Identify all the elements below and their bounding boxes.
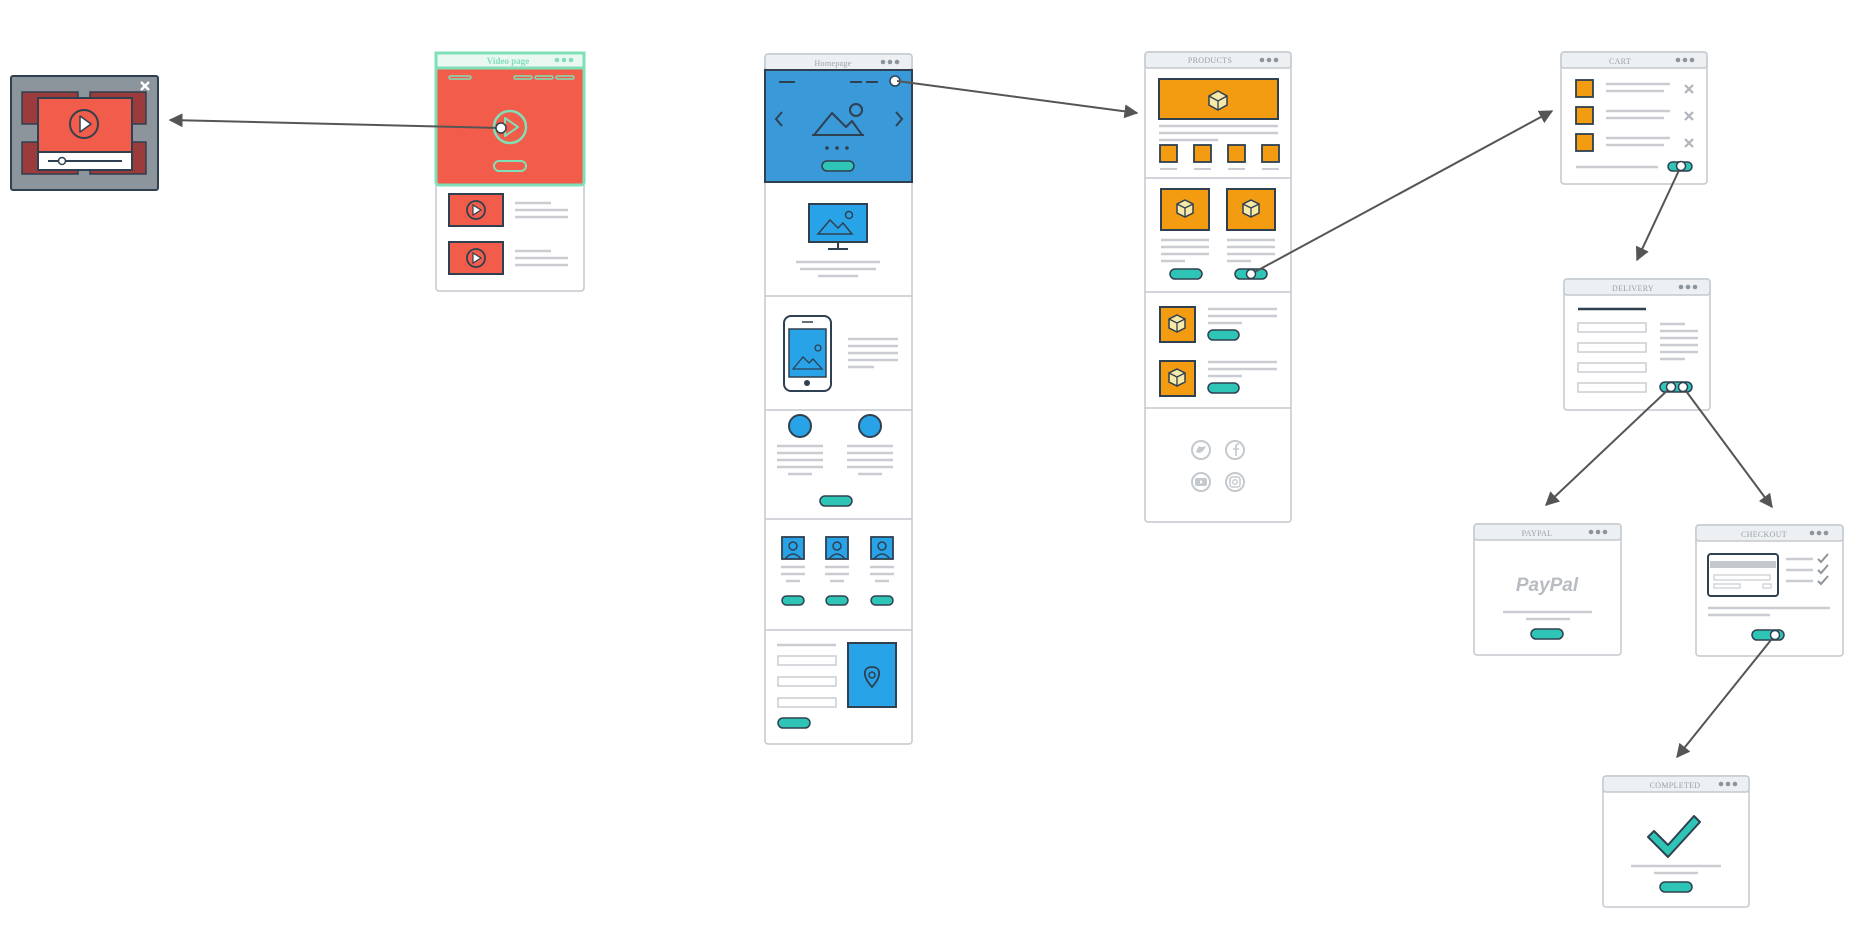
homepage-screen: Homepage bbox=[764, 53, 913, 745]
video-page-screen: Video page bbox=[434, 51, 586, 292]
cart-item bbox=[1575, 79, 1694, 98]
products-screen: PRODUCTS bbox=[1144, 51, 1292, 523]
screen-title: PAYPAL bbox=[1522, 529, 1553, 538]
flow-arrow bbox=[1636, 165, 1682, 262]
cta-button[interactable] bbox=[493, 160, 527, 172]
flow-arrow bbox=[896, 80, 1139, 119]
cta-button[interactable] bbox=[781, 595, 805, 606]
category-tile[interactable] bbox=[1227, 144, 1246, 163]
monitor-icon bbox=[808, 203, 868, 250]
contact-field[interactable] bbox=[777, 697, 837, 708]
phone-icon bbox=[783, 315, 832, 392]
map-pin-icon bbox=[847, 642, 897, 708]
box-icon bbox=[1176, 199, 1194, 218]
box-icon bbox=[1168, 368, 1186, 387]
remove-icon[interactable] bbox=[1684, 111, 1694, 121]
screen-title: DELIVERY bbox=[1612, 284, 1654, 293]
flow-arrow bbox=[1250, 110, 1554, 275]
delivery-field[interactable] bbox=[1577, 362, 1647, 373]
flow-arrow bbox=[1544, 386, 1672, 506]
buy-button[interactable] bbox=[1207, 382, 1240, 394]
flow-arrow bbox=[168, 113, 502, 129]
feature-icon bbox=[788, 414, 812, 438]
instagram-icon[interactable] bbox=[1225, 472, 1245, 492]
screen-title: Video page bbox=[487, 56, 529, 66]
user-icon bbox=[781, 536, 805, 560]
close-icon[interactable] bbox=[140, 81, 150, 91]
screen-title: CART bbox=[1609, 57, 1631, 66]
paypal-logo: PayPal bbox=[1516, 575, 1579, 596]
box-icon bbox=[1168, 314, 1186, 333]
screen-title: CHECKOUT bbox=[1741, 530, 1787, 539]
paypal-screen: PAYPAL PayPal bbox=[1473, 523, 1622, 656]
cta-button[interactable] bbox=[870, 595, 894, 606]
chevron-right-icon[interactable] bbox=[895, 111, 904, 127]
play-icon bbox=[466, 200, 486, 220]
category-tile[interactable] bbox=[1159, 144, 1178, 163]
play-icon bbox=[466, 248, 486, 268]
play-icon[interactable] bbox=[69, 109, 99, 139]
check-icon bbox=[1647, 815, 1701, 858]
feature-icon bbox=[858, 414, 882, 438]
image-icon bbox=[812, 103, 864, 136]
screen-title: PRODUCTS bbox=[1188, 56, 1232, 65]
video-list-item[interactable] bbox=[448, 193, 568, 227]
cta-button[interactable] bbox=[819, 495, 853, 507]
delivery-field[interactable] bbox=[1577, 382, 1647, 393]
youtube-icon[interactable] bbox=[1191, 472, 1211, 492]
chevron-left-icon[interactable] bbox=[774, 111, 783, 127]
screen-title: COMPLETED bbox=[1650, 781, 1701, 790]
screen-title: Homepage bbox=[814, 59, 851, 68]
completed-screen: COMPLETED bbox=[1602, 775, 1750, 908]
twitter-icon[interactable] bbox=[1191, 440, 1211, 460]
product-image[interactable] bbox=[1160, 188, 1210, 231]
cart-item bbox=[1575, 133, 1694, 152]
check-icon bbox=[1817, 553, 1829, 564]
video-list-item[interactable] bbox=[448, 241, 568, 275]
check-icon bbox=[1817, 575, 1829, 586]
cta-button[interactable] bbox=[825, 595, 849, 606]
user-icon bbox=[825, 536, 849, 560]
buy-button[interactable] bbox=[1207, 329, 1240, 341]
contact-field[interactable] bbox=[777, 655, 837, 666]
delivery-field[interactable] bbox=[1577, 342, 1647, 353]
video-modal-screen bbox=[10, 75, 159, 191]
remove-icon[interactable] bbox=[1684, 138, 1694, 148]
cta-button[interactable] bbox=[821, 160, 855, 172]
done-button[interactable] bbox=[1659, 881, 1693, 893]
submit-button[interactable] bbox=[777, 717, 811, 729]
checkout-screen: CHECKOUT bbox=[1695, 524, 1844, 657]
buy-button[interactable] bbox=[1169, 268, 1203, 280]
category-tile[interactable] bbox=[1261, 144, 1280, 163]
credit-card-icon bbox=[1707, 553, 1779, 597]
flow-arrow bbox=[1682, 386, 1773, 509]
check-icon bbox=[1817, 564, 1829, 575]
cart-item bbox=[1575, 106, 1694, 125]
box-icon bbox=[1242, 199, 1260, 218]
box-icon bbox=[1208, 90, 1228, 111]
flow-arrows bbox=[168, 80, 1781, 759]
delivery-screen: DELIVERY bbox=[1563, 278, 1711, 411]
cart-screen: CART bbox=[1560, 51, 1708, 185]
category-tile[interactable] bbox=[1193, 144, 1212, 163]
delivery-field[interactable] bbox=[1577, 322, 1647, 333]
facebook-icon[interactable] bbox=[1225, 440, 1245, 460]
pay-button[interactable] bbox=[1530, 628, 1564, 640]
remove-icon[interactable] bbox=[1684, 84, 1694, 94]
contact-field[interactable] bbox=[777, 676, 837, 687]
user-icon bbox=[870, 536, 894, 560]
flow-arrow bbox=[1676, 634, 1776, 759]
